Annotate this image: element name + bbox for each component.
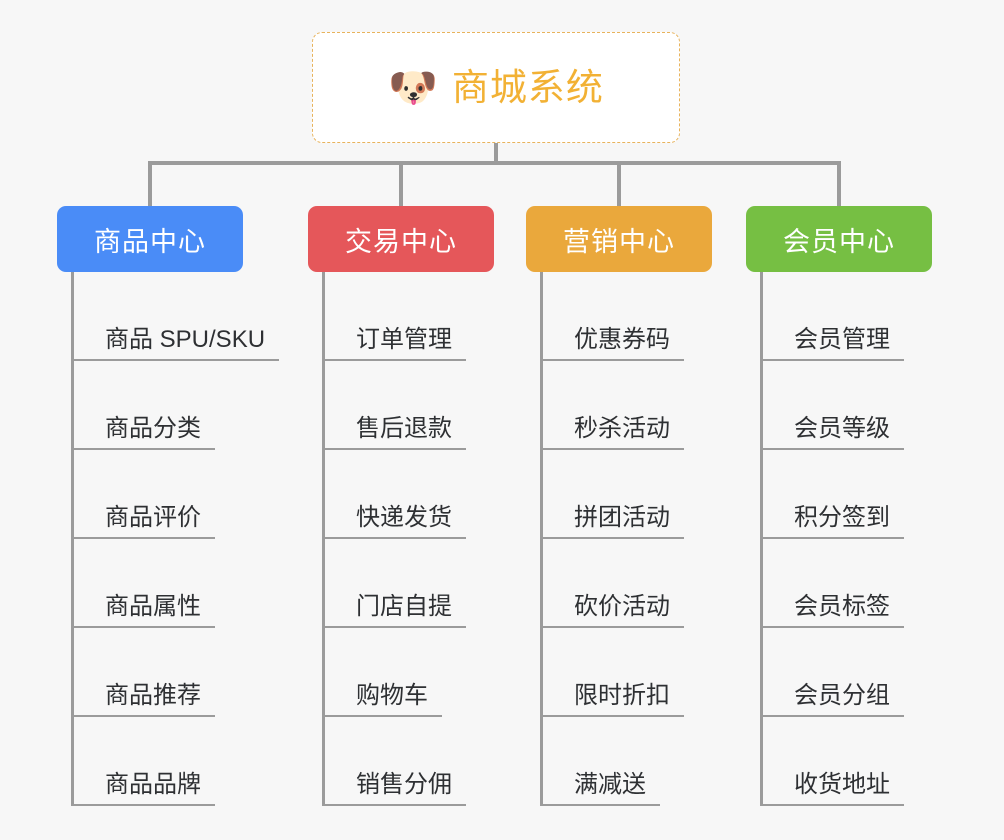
dog-face-icon: 🐶 (388, 65, 438, 110)
list-item[interactable]: 门店自提 (308, 539, 494, 628)
leaf-label: 会员标签 (760, 593, 904, 628)
list-item[interactable]: 销售分佣 (308, 717, 494, 806)
leaf-label: 拼团活动 (540, 504, 684, 539)
leaf-label: 售后退款 (322, 415, 466, 450)
leaf-label: 商品推荐 (71, 682, 215, 717)
branch-label: 会员中心 (783, 226, 895, 257)
list-item[interactable]: 商品品牌 (57, 717, 243, 806)
list-item[interactable]: 售后退款 (308, 361, 494, 450)
list-item[interactable]: 商品 SPU/SKU (57, 272, 280, 361)
list-item[interactable]: 商品推荐 (57, 628, 243, 717)
leaf-label: 收货地址 (760, 771, 904, 806)
list-item[interactable]: 会员分组 (746, 628, 932, 717)
leaf-label: 会员分组 (760, 682, 904, 717)
list-item[interactable]: 快递发货 (308, 450, 494, 539)
leaf-label: 销售分佣 (322, 771, 466, 806)
branch-header-marketing-center[interactable]: 营销中心 (526, 206, 712, 272)
list-item[interactable]: 砍价活动 (526, 539, 712, 628)
root-node[interactable]: 🐶 商城系统 (312, 32, 680, 143)
branch-marketing-center: 营销中心 优惠券码 秒杀活动 拼团活动 砍价活动 限时折扣 满减送 (526, 206, 712, 806)
list-item[interactable]: 商品评价 (57, 450, 243, 539)
leaf-label: 砍价活动 (540, 593, 684, 628)
leaf-label: 商品分类 (71, 415, 215, 450)
list-item[interactable]: 商品属性 (57, 539, 243, 628)
branch-header-product-center[interactable]: 商品中心 (57, 206, 243, 272)
branch-label: 营销中心 (563, 226, 675, 257)
branch-header-trade-center[interactable]: 交易中心 (308, 206, 494, 272)
list-item[interactable]: 购物车 (308, 628, 494, 717)
leaf-label: 秒杀活动 (540, 415, 684, 450)
list-item[interactable]: 会员管理 (746, 272, 932, 361)
leaf-label: 门店自提 (322, 593, 466, 628)
list-item[interactable]: 积分签到 (746, 450, 932, 539)
leaf-label: 商品 SPU/SKU (71, 326, 280, 361)
branch-label: 商品中心 (94, 226, 206, 257)
list-item[interactable]: 优惠券码 (526, 272, 712, 361)
branch-body-trade-center: 订单管理 售后退款 快递发货 门店自提 购物车 销售分佣 (308, 272, 494, 806)
leaf-label: 会员等级 (760, 415, 904, 450)
branch-label: 交易中心 (345, 226, 457, 257)
list-item[interactable]: 收货地址 (746, 717, 932, 806)
leaf-label: 限时折扣 (540, 682, 684, 717)
list-item[interactable]: 商品分类 (57, 361, 243, 450)
leaf-label: 订单管理 (322, 326, 466, 361)
leaf-label: 商品品牌 (71, 771, 215, 806)
list-item[interactable]: 会员标签 (746, 539, 932, 628)
list-item[interactable]: 满减送 (526, 717, 712, 806)
branch-spine (71, 272, 74, 806)
root-title: 商城系统 (451, 67, 604, 108)
list-item[interactable]: 拼团活动 (526, 450, 712, 539)
leaf-label: 商品属性 (71, 593, 215, 628)
list-item[interactable]: 订单管理 (308, 272, 494, 361)
list-item[interactable]: 限时折扣 (526, 628, 712, 717)
branch-trade-center: 交易中心 订单管理 售后退款 快递发货 门店自提 购物车 销售分佣 (308, 206, 494, 806)
branch-body-marketing-center: 优惠券码 秒杀活动 拼团活动 砍价活动 限时折扣 满减送 (526, 272, 712, 806)
branch-spine (540, 272, 543, 806)
branch-header-member-center[interactable]: 会员中心 (746, 206, 932, 272)
leaf-label: 会员管理 (760, 326, 904, 361)
branch-spine (322, 272, 325, 806)
leaf-label: 商品评价 (71, 504, 215, 539)
list-item[interactable]: 会员等级 (746, 361, 932, 450)
leaf-label: 积分签到 (760, 504, 904, 539)
leaf-label: 满减送 (540, 771, 660, 806)
branch-spine (760, 272, 763, 806)
branch-body-product-center: 商品 SPU/SKU 商品分类 商品评价 商品属性 商品推荐 商品品牌 (57, 272, 280, 806)
leaf-label: 快递发货 (322, 504, 466, 539)
leaf-label: 优惠券码 (540, 326, 684, 361)
branch-product-center: 商品中心 商品 SPU/SKU 商品分类 商品评价 商品属性 商品推荐 商品品牌 (57, 206, 280, 806)
list-item[interactable]: 秒杀活动 (526, 361, 712, 450)
leaf-label: 购物车 (322, 682, 442, 717)
branch-member-center: 会员中心 会员管理 会员等级 积分签到 会员标签 会员分组 收货地址 (746, 206, 932, 806)
branch-body-member-center: 会员管理 会员等级 积分签到 会员标签 会员分组 收货地址 (746, 272, 932, 806)
